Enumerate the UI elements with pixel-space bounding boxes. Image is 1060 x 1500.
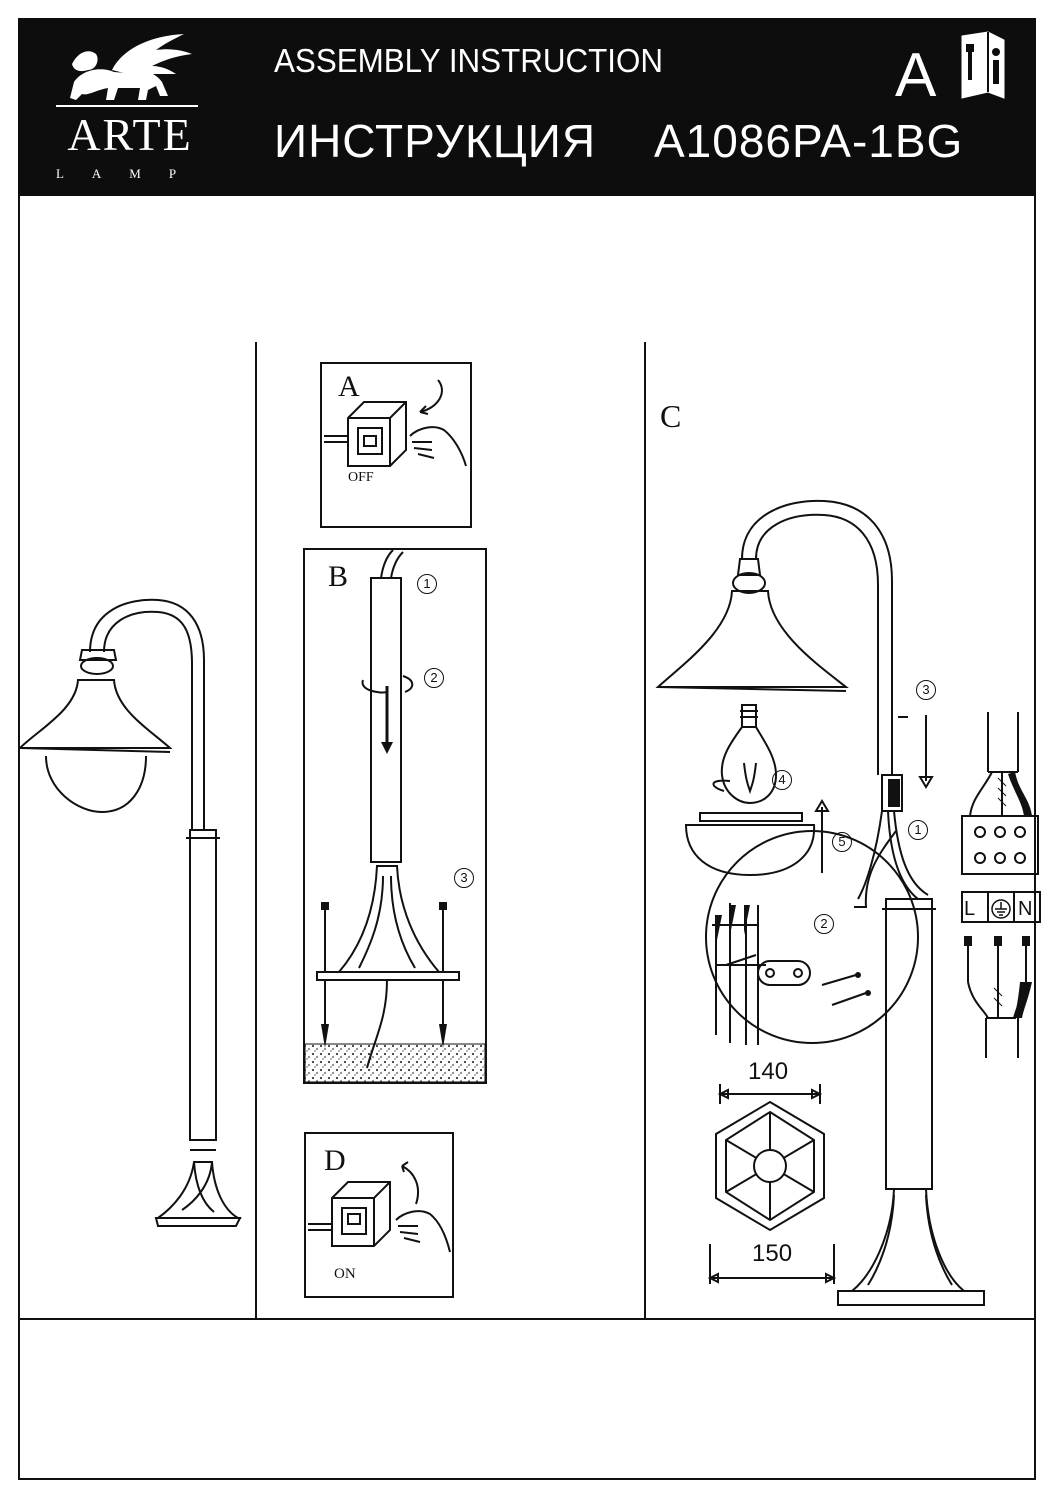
step-c-drawing — [655, 499, 985, 1306]
step-b-callout-3: 3 — [454, 868, 474, 888]
brand-name: ARTE — [67, 109, 193, 160]
step-a-label: A — [338, 370, 360, 403]
step-b-panel — [303, 548, 487, 1084]
dimension-top: 140 — [748, 1058, 789, 1085]
step-b-callout-1: 1 — [417, 574, 437, 594]
step-d-caption: ON — [334, 1266, 356, 1282]
title-russian: ИНСТРУКЦИЯ — [274, 115, 597, 167]
wiring-diagram — [961, 712, 1041, 1058]
step-b-label: B — [328, 560, 349, 593]
step-c-callout-4: 4 — [772, 770, 792, 790]
column-divider-left — [255, 342, 257, 1318]
step-a-panel — [320, 362, 472, 528]
column-divider-right — [644, 342, 646, 1318]
step-b-callout-2: 2 — [424, 668, 444, 688]
step-d-panel — [304, 1132, 454, 1298]
step-d-label: D — [324, 1144, 346, 1177]
wiring-live-label: L — [964, 898, 976, 920]
ground-icon — [991, 899, 1011, 919]
step-a-caption: OFF — [348, 470, 374, 485]
step-c-callout-3: 3 — [916, 680, 936, 700]
manual-info-icon — [961, 31, 1005, 99]
title-english: ASSEMBLY INSTRUCTION — [274, 42, 664, 79]
base-dimensions-drawing — [707, 1084, 837, 1284]
step-c-callout-1: 1 — [908, 820, 928, 840]
step-c-callout-5: 5 — [832, 832, 852, 852]
lamp-overview-drawing — [18, 598, 242, 1227]
brand-subtitle: LAMP — [55, 166, 205, 181]
winged-lion-icon — [56, 34, 198, 107]
step-c-label: C — [660, 398, 682, 434]
wiring-neutral-label: N — [1018, 898, 1033, 920]
step-c-callout-2: 2 — [814, 914, 834, 934]
model-number: A1086PA-1BG — [654, 115, 964, 167]
dimension-bottom: 150 — [752, 1240, 793, 1267]
footer-divider — [18, 1318, 1036, 1320]
language-letter: A — [895, 41, 937, 110]
